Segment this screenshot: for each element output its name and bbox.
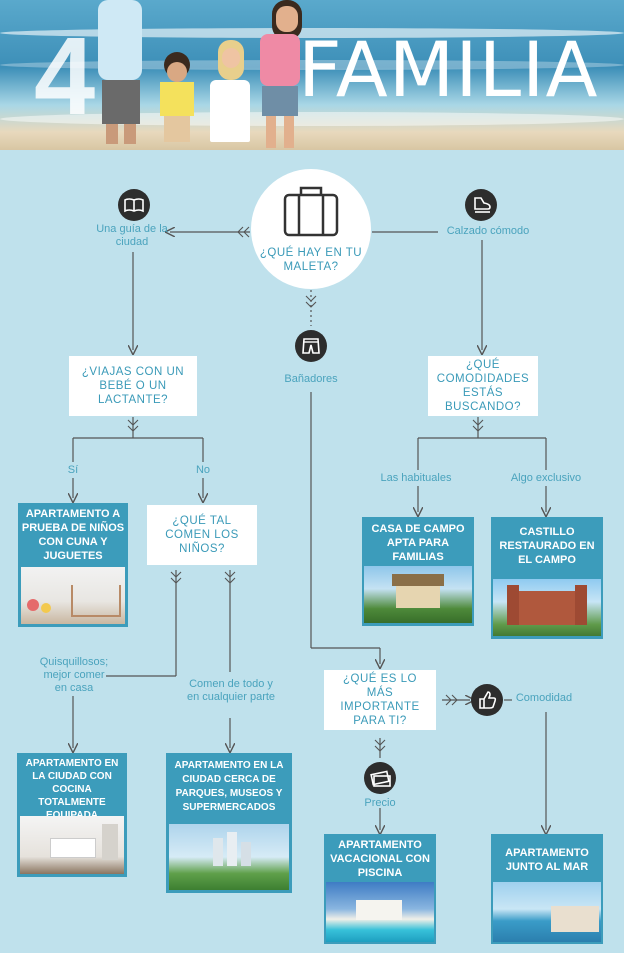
- answer-no: No: [195, 464, 211, 476]
- seaside-photo: [493, 882, 601, 942]
- castle-photo: [493, 579, 601, 636]
- answer-exclusive: Algo exclusivo: [510, 472, 582, 484]
- person-mother: [254, 0, 310, 150]
- suitcase-icon: [283, 186, 339, 237]
- answer-anything: Comen de todo y en cualquier parte: [186, 678, 276, 703]
- branch-label-shoes: Calzado cómodo: [446, 225, 530, 237]
- wave-foam: [0, 28, 624, 38]
- person-boy: [156, 52, 196, 144]
- result-title: APARTAMENTO JUNTO AL MAR: [505, 847, 589, 873]
- result-card-parks: APARTAMENTO EN LA CIUDAD CERCA DE PARQUE…: [166, 753, 292, 893]
- book-icon: [118, 189, 150, 221]
- pool-villa-photo: [326, 882, 434, 942]
- answer-price: Precio: [364, 797, 396, 809]
- branch-label-swimwear: Bañadores: [284, 373, 338, 385]
- eating-question-box: ¿QUÉ TAL COMEN LOS NIÑOS?: [147, 505, 257, 565]
- thumbs-up-icon: [471, 684, 503, 716]
- answer-usual: Las habituales: [380, 472, 452, 484]
- country-house-photo: [364, 566, 472, 623]
- result-card-pool: APARTAMENTO VACACIONAL CON PISCINA: [324, 834, 436, 944]
- header-banner: 4 FAMILIA: [0, 0, 624, 150]
- wave-foam: [0, 60, 624, 70]
- result-title: CASA DE CAMPO APTA PARA FAMILIAS: [371, 523, 465, 563]
- city-park-photo: [169, 824, 289, 890]
- result-card-kitchen: APARTAMENTO EN LA CIUDAD CON COCINA TOTA…: [17, 753, 127, 877]
- result-card-country-house: CASA DE CAMPO APTA PARA FAMILIAS: [362, 517, 474, 626]
- baby-question-box: ¿VIAJAS CON UN BEBÉ O UN LACTANTE?: [69, 356, 197, 416]
- section-number: 4: [34, 15, 96, 138]
- priority-question-box: ¿QUÉ ES LO MÁS IMPORTANTE PARA TI?: [324, 670, 436, 730]
- swim-shorts-icon: [295, 330, 327, 362]
- money-icon: [364, 762, 396, 794]
- result-title: APARTAMENTO EN LA CIUDAD CON COCINA TOTA…: [25, 758, 119, 821]
- result-title: APARTAMENTO EN LA CIUDAD CERCA DE PARQUE…: [174, 760, 284, 813]
- page-title: FAMILIA: [298, 25, 599, 114]
- result-title: APARTAMENTO A PRUEBA DE NIÑOS CON CUNA Y…: [21, 508, 125, 562]
- result-card-seaside: APARTAMENTO JUNTO AL MAR: [491, 834, 603, 944]
- result-card-babyproof: APARTAMENTO A PRUEBA DE NIÑOS CON CUNA Y…: [18, 503, 128, 627]
- person-girl: [206, 40, 254, 144]
- wave-foam: [0, 112, 624, 126]
- person-father: [92, 0, 150, 145]
- kitchen-photo: [20, 816, 124, 874]
- answer-picky: Quisquillosos; mejor comer en casa: [39, 656, 109, 694]
- result-title: APARTAMENTO VACACIONAL CON PISCINA: [330, 839, 430, 879]
- result-title: CASTILLO RESTAURADO EN EL CAMPO: [499, 526, 595, 566]
- answer-comfort: Comodidad: [515, 692, 573, 704]
- result-card-castle: CASTILLO RESTAURADO EN EL CAMPO: [491, 517, 603, 639]
- nursery-photo: [21, 567, 125, 624]
- answer-yes: Sí: [67, 464, 79, 476]
- center-question: ¿QUÉ HAY EN TU MALETA?: [259, 247, 363, 273]
- amenities-question-box: ¿QUÉ COMODIDADES ESTÁS BUSCANDO?: [428, 356, 538, 416]
- shoe-icon: [465, 189, 497, 221]
- branch-label-guide: Una guía de la ciudad: [96, 223, 168, 248]
